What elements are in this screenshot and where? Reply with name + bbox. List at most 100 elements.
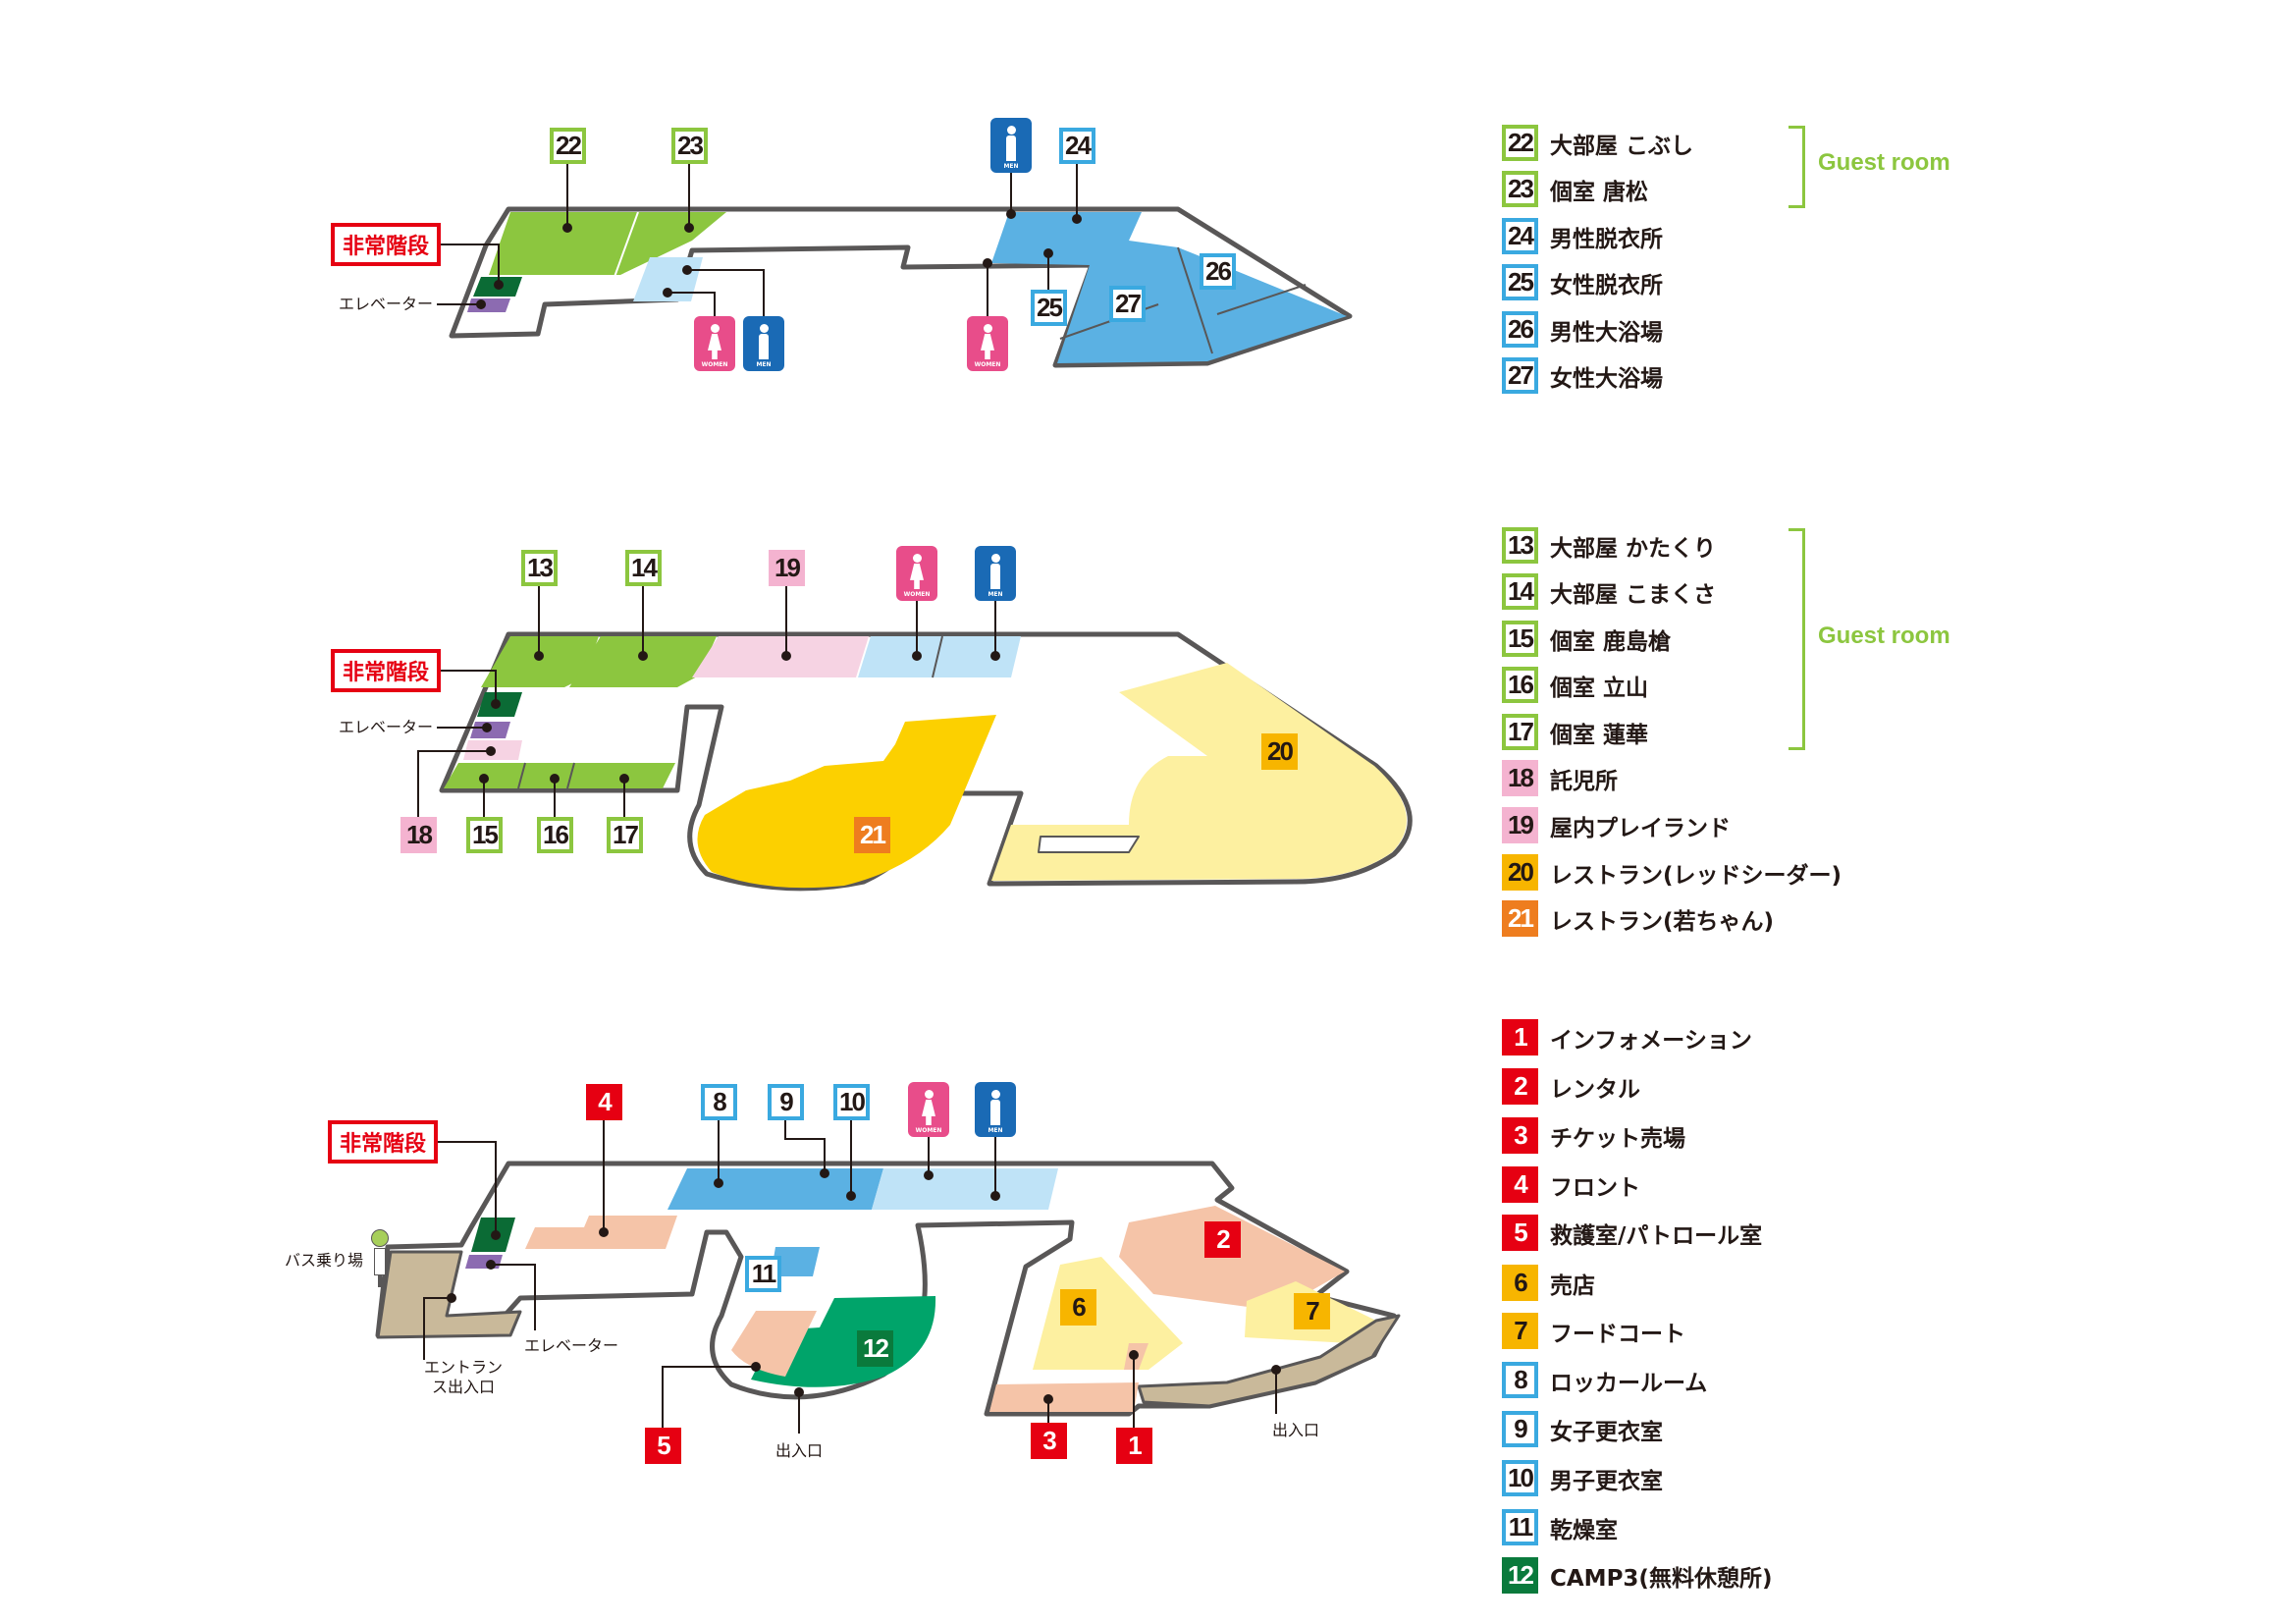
legend-label: 個室 蓮華: [1550, 722, 1649, 748]
map-badge-16[interactable]: 16: [537, 817, 573, 853]
women-toilet-icon[interactable]: WOMEN: [896, 546, 937, 601]
legend-item[interactable]: 17 個室 蓮華: [1502, 714, 1648, 750]
map-badge-17[interactable]: 17: [607, 817, 643, 853]
map-badge-21[interactable]: 21: [854, 817, 890, 853]
elevator: [465, 1255, 503, 1269]
map-badge-23[interactable]: 23: [671, 128, 708, 164]
lockers-changing: [667, 1168, 883, 1210]
men-toilet-icon[interactable]: MEN: [975, 1082, 1016, 1137]
map-badge-18[interactable]: 18: [400, 817, 437, 853]
room-14: [569, 636, 717, 687]
women-toilet-icon[interactable]: WOMEN: [967, 316, 1008, 371]
map-badge-20[interactable]: 20: [1261, 733, 1298, 770]
legend-label: 個室 立山: [1550, 675, 1649, 701]
map-badge-5[interactable]: 5: [645, 1428, 681, 1464]
room-19: [692, 636, 869, 677]
legend-label: 男子更衣室: [1550, 1468, 1663, 1494]
legend-badge: 5: [1502, 1215, 1538, 1251]
men-toilet-icon[interactable]: MEN: [990, 118, 1032, 173]
map-badge-12[interactable]: 12: [857, 1330, 893, 1367]
map-badge-11[interactable]: 11: [745, 1256, 781, 1292]
legend-badge: 12: [1502, 1557, 1538, 1594]
emergency-stairs-label: 非常階段: [330, 223, 442, 266]
legend-label: フロント: [1550, 1174, 1640, 1201]
women-label: WOMEN: [701, 361, 728, 368]
first-aid: [731, 1311, 817, 1377]
map-badge-3[interactable]: 3: [1031, 1423, 1067, 1459]
map-badge-15[interactable]: 15: [466, 817, 503, 853]
map-badge-22[interactable]: 22: [550, 128, 586, 164]
legend-badge: 4: [1502, 1166, 1538, 1203]
map-badge-25[interactable]: 25: [1031, 290, 1067, 326]
guest-room-label: Guest room: [1818, 149, 1950, 176]
map-badge-4[interactable]: 4: [586, 1084, 622, 1120]
map-badge-1[interactable]: 1: [1116, 1428, 1152, 1464]
legend-badge: 17: [1502, 714, 1538, 750]
legend-badge: 19: [1502, 807, 1538, 843]
bus-stop-label: バス乗り場: [284, 1251, 364, 1270]
legend-badge: 1: [1502, 1019, 1538, 1056]
legend-label: 託児所: [1550, 768, 1618, 794]
floor-plan-mid: [439, 631, 1413, 892]
guest-room-bracket: [1789, 528, 1805, 750]
floor-plan-top: [449, 206, 1353, 368]
map-badge-7[interactable]: 7: [1294, 1293, 1330, 1329]
legend-item[interactable]: 19 屋内プレイランド: [1502, 807, 1731, 843]
map-badge-2[interactable]: 2: [1204, 1221, 1241, 1258]
legend-label: レンタル: [1550, 1076, 1640, 1103]
men-toilet-icon[interactable]: MEN: [975, 546, 1016, 601]
map-badge-27[interactable]: 27: [1109, 286, 1146, 322]
men-label: MEN: [756, 361, 772, 368]
map-badge-26[interactable]: 26: [1200, 253, 1236, 290]
map-badge-19[interactable]: 19: [769, 550, 805, 586]
map-badge-13[interactable]: 13: [521, 550, 558, 586]
legend-item[interactable]: 4 フロント: [1502, 1166, 1640, 1203]
leader-dots: [447, 209, 1281, 1404]
legend-badge: 20: [1502, 854, 1538, 891]
legend-badge: 9: [1502, 1411, 1538, 1447]
legend-label: 女性脱衣所: [1550, 272, 1663, 298]
legend-badge: 8: [1502, 1362, 1538, 1398]
map-badge-24[interactable]: 24: [1059, 128, 1095, 164]
legend-label: 屋内プレイランド: [1550, 815, 1731, 841]
room-13: [481, 636, 599, 687]
legend-badge: 6: [1502, 1265, 1538, 1301]
legend-badge: 26: [1502, 311, 1538, 348]
ticket-area: [989, 1382, 1139, 1412]
exit-label: 出入口: [774, 1441, 824, 1460]
men-toilet-icon[interactable]: MEN: [743, 316, 784, 371]
women-toilet-icon[interactable]: WOMEN: [694, 316, 735, 371]
map-badge-14[interactable]: 14: [625, 550, 662, 586]
map-badge-8[interactable]: 8: [701, 1084, 737, 1120]
map-badge-9[interactable]: 9: [768, 1084, 804, 1120]
elevator-label: エレベーター: [338, 718, 434, 736]
women-toilet-icon[interactable]: WOMEN: [908, 1082, 949, 1137]
map-badge-10[interactable]: 10: [833, 1084, 870, 1120]
map-badge-6[interactable]: 6: [1060, 1289, 1096, 1326]
